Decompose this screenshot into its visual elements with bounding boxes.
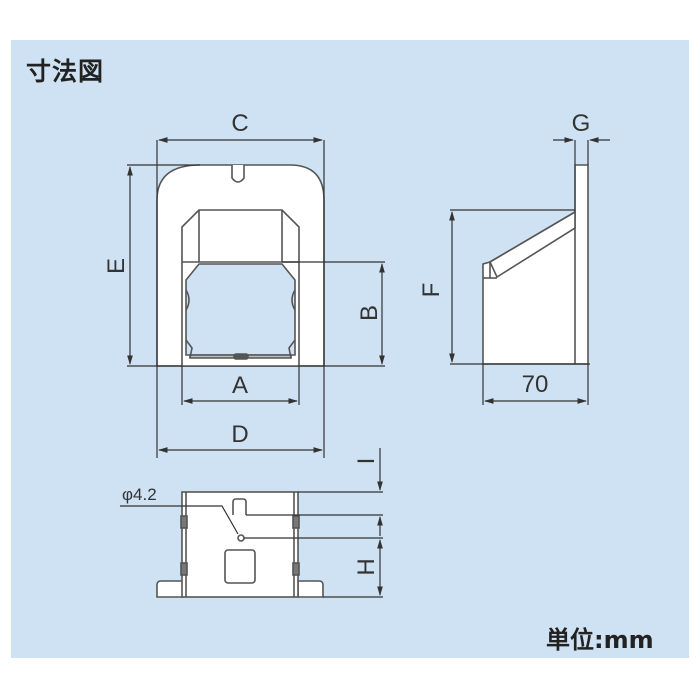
front-view-dimensions [127, 137, 385, 458]
bottom-view [156, 491, 324, 598]
bottom-view-dimensions [120, 448, 383, 598]
dim-label-h: H [353, 558, 380, 575]
dim-label-b: B [356, 305, 383, 321]
dim-label-c: C [231, 110, 248, 137]
side-view [482, 164, 589, 365]
dim-label-i: I [353, 458, 380, 465]
dim-label-70: 70 [522, 371, 549, 398]
dim-label-g: G [572, 110, 591, 137]
side-view-dimensions [449, 137, 610, 405]
dim-label-d: D [231, 421, 248, 448]
figure-title: 寸法図 [26, 57, 105, 86]
front-view [156, 164, 325, 367]
dim-label-f: F [418, 283, 445, 298]
dim-label-e: E [103, 258, 130, 274]
unit-label: 単位:mm [546, 626, 654, 654]
dim-label-a: A [232, 372, 248, 399]
dim-label-hole-diameter: φ4.2 [122, 485, 157, 504]
